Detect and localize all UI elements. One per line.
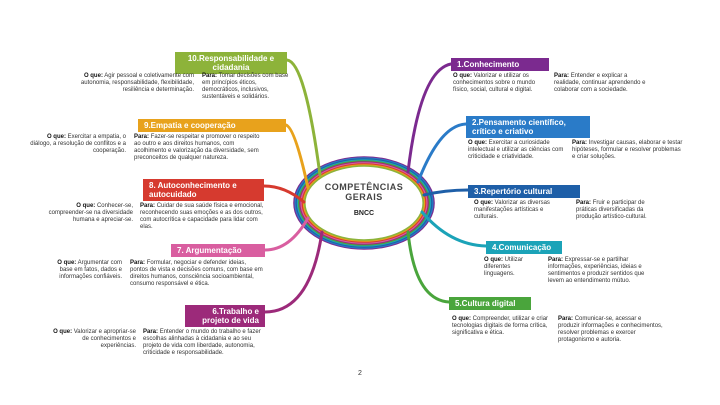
- label-for: Para:: [130, 260, 146, 266]
- what-competency-1: O que: Valorizar e utilizar os conhecime…: [453, 73, 547, 94]
- connector-2: [416, 122, 468, 184]
- tag-competency-6: 6.Trabalho e projeto de vida: [185, 305, 265, 327]
- connector-10: [285, 58, 322, 177]
- text-what-2: Exercitar a curiosidade intelectual e ut…: [468, 140, 564, 160]
- text-for-9: Fazer-se respeitar e promover o respeito…: [134, 134, 260, 161]
- ring-3: [295, 158, 433, 248]
- label-for: Para:: [140, 203, 156, 209]
- label-for: Para:: [548, 257, 564, 263]
- connector-3: [422, 188, 470, 197]
- label-what: O que:: [57, 260, 77, 266]
- text-for-6: Entender o mundo do trabalho e fazer esc…: [143, 329, 261, 356]
- label-for: Para:: [143, 329, 159, 335]
- label-for: Para:: [134, 134, 150, 140]
- center-title-line2: GERAIS: [345, 192, 383, 202]
- what-competency-2: O que: Exercitar a curiosidade intelectu…: [468, 140, 564, 161]
- label-for: Para:: [572, 140, 588, 146]
- for-competency-5: Para: Comunicar-se, acessar e produzir i…: [558, 316, 664, 344]
- label-for: Para:: [576, 200, 592, 206]
- for-competency-7: Para: Formular, negociar e defender idei…: [130, 260, 264, 288]
- label-for: Para:: [554, 73, 570, 79]
- text-what-7: Argumentar com base em fatos, dados e in…: [59, 260, 122, 280]
- label-what: O que:: [76, 203, 96, 209]
- connector-5: [406, 230, 451, 304]
- for-competency-1: Para: Entender e explicar a realidade, c…: [554, 73, 652, 94]
- for-competency-8: Para: Cuidar de sua saúde física e emoci…: [140, 203, 264, 231]
- connector-6: [263, 230, 324, 314]
- ring-8: [301, 163, 427, 243]
- center-disc: [310, 169, 418, 237]
- tag-competency-10: 10.Responsabilidade e cidadania: [175, 52, 287, 74]
- text-for-8: Cuidar de sua saúde física e emocional, …: [140, 203, 264, 230]
- text-for-10: Tomar decisões com base em princípios ét…: [202, 73, 289, 100]
- label-what: O que:: [46, 134, 66, 140]
- what-competency-4: O que: Utilizar diferentes linguagens.: [484, 257, 540, 278]
- text-what-9: Exercitar a empatia, o diálogo, a resolu…: [30, 134, 126, 154]
- tag-competency-1: 1.Conhecimento: [451, 58, 549, 71]
- page-number: 2: [358, 370, 362, 377]
- label-what: O que:: [468, 140, 487, 146]
- for-competency-4: Para: Expressar-se e partilhar informaçõ…: [548, 257, 660, 285]
- text-what-5: Compreender, utilizar e criar tecnologia…: [452, 316, 549, 336]
- what-competency-5: O que: Compreender, utilizar e criar tec…: [452, 316, 552, 337]
- text-for-7: Formular, negociar e defender ideias, po…: [130, 260, 263, 287]
- text-what-3: Valorizar as diversas manifestações artí…: [474, 200, 550, 220]
- connector-9: [284, 123, 310, 190]
- text-what-4: Utilizar diferentes linguagens.: [484, 257, 524, 277]
- tag-competency-2: 2.Pensamento científico, crítico e criat…: [466, 116, 590, 138]
- label-for: Para:: [558, 316, 574, 322]
- text-what-10: Agir pessoal e coletivamente com autonom…: [80, 73, 194, 93]
- connector-7: [263, 216, 310, 252]
- for-competency-10: Para: Tomar decisões com base em princíp…: [202, 73, 294, 101]
- text-for-4: Expressar-se e partilhar informações, ex…: [548, 257, 645, 284]
- for-competency-2: Para: Investigar causas, elaborar e test…: [572, 140, 684, 161]
- what-competency-10: O que: Agir pessoal e coletivamente com …: [72, 73, 194, 94]
- for-competency-6: Para: Entender o mundo do trabalho e faz…: [143, 329, 265, 357]
- label-what: O que:: [453, 73, 472, 79]
- text-what-1: Valorizar e utilizar os conhecimentos so…: [453, 73, 536, 93]
- what-competency-9: O que: Exercitar a empatia, o diálogo, a…: [30, 134, 126, 155]
- text-for-3: Fruir e participar de práticas diversifi…: [576, 200, 647, 220]
- center-subtitle: BNCC: [353, 210, 375, 217]
- tag-competency-4: 4.Comunicação: [486, 241, 562, 254]
- connector-4: [420, 210, 488, 248]
- connector-8: [262, 184, 306, 204]
- text-for-2: Investigar causas, elaborar e testar hip…: [572, 140, 683, 160]
- ring-1: [293, 156, 435, 250]
- text-what-6: Valorizar e apropriar-se de conhecimento…: [73, 329, 136, 349]
- label-what: O que:: [452, 316, 471, 322]
- ring-5: [297, 160, 430, 246]
- for-competency-9: Para: Fazer-se respeitar e promover o re…: [134, 134, 264, 162]
- connector-1: [406, 62, 453, 174]
- ring-2: [294, 157, 434, 249]
- label-for: Para:: [202, 73, 218, 79]
- center-title: COMPETÊNCIAS GERAIS BNCC: [308, 182, 420, 218]
- what-competency-3: O que: Valorizar as diversas manifestaçõ…: [474, 200, 566, 221]
- label-what: O que:: [83, 73, 103, 79]
- ring-6: [299, 161, 429, 245]
- ring-7: [300, 162, 428, 244]
- what-competency-8: O que: Conhecer-se, compreender-se na di…: [40, 203, 133, 224]
- label-what: O que:: [484, 257, 503, 263]
- tag-competency-5: 5.Cultura digital: [449, 297, 531, 310]
- center-title-line1: COMPETÊNCIAS: [324, 182, 404, 192]
- tag-competency-7: 7. Argumentação: [171, 244, 265, 257]
- what-competency-7: O que: Argumentar com base em fatos, dad…: [44, 260, 122, 281]
- what-competency-6: O que: Valorizar e apropriar-se de conhe…: [52, 329, 136, 350]
- label-what: O que:: [474, 200, 493, 206]
- text-for-5: Comunicar-se, acessar e produzir informa…: [558, 316, 663, 343]
- ring-4: [296, 159, 432, 247]
- label-what: O que:: [53, 329, 73, 335]
- tag-competency-8: 8. Autoconhecimento e autocuidado: [143, 179, 264, 201]
- text-for-1: Entender e explicar a realidade, continu…: [554, 73, 646, 93]
- text-what-8: Conhecer-se, compreender-se na diversida…: [48, 203, 133, 223]
- for-competency-3: Para: Fruir e participar de práticas div…: [576, 200, 660, 221]
- tag-competency-3: 3.Repertório cultural: [468, 185, 580, 198]
- tag-competency-9: 9.Empatia e cooperação: [138, 119, 286, 132]
